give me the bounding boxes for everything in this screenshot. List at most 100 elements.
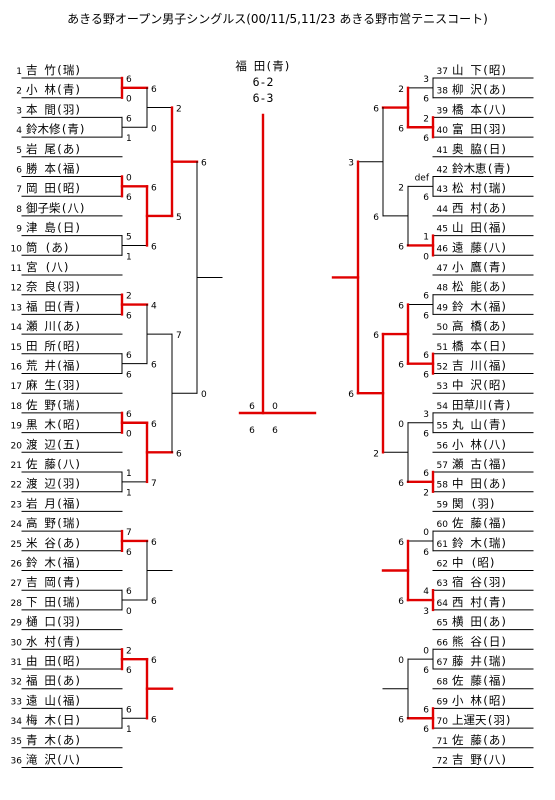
player-name: 青 木(あ)	[26, 733, 81, 747]
player-name: 小 林(八)	[452, 437, 507, 451]
player-number: 12	[11, 284, 22, 294]
player-number: 2	[16, 87, 22, 97]
set-score: 3	[423, 75, 429, 85]
set-score: 6	[398, 715, 404, 725]
set-score: 6	[151, 715, 157, 725]
player-name: 高 橋(あ)	[452, 319, 507, 333]
player-number: 61	[437, 540, 448, 550]
player-name: 渡 辺(羽)	[26, 477, 81, 491]
set-score: 3	[423, 607, 429, 617]
player-name: 小 鷹(青)	[452, 260, 507, 274]
player-number: 6	[16, 166, 22, 176]
player-name: 松 能(あ)	[452, 280, 507, 294]
player-number: 53	[437, 382, 448, 392]
player-number: 58	[437, 481, 449, 491]
player-number: 46	[437, 244, 449, 254]
player-name: 福 田(あ)	[26, 674, 81, 688]
player-name: 麻 生(羽)	[26, 378, 81, 392]
player-name: 中 沢(昭)	[452, 378, 507, 392]
player-number: 55	[437, 422, 448, 432]
set-score: 6	[398, 361, 404, 371]
player-number: 30	[11, 638, 23, 648]
player-number: 38	[437, 87, 449, 97]
set-score: 5	[176, 213, 182, 223]
player-number: 54	[437, 402, 449, 412]
set-score: 0	[126, 607, 132, 617]
player-number: 40	[437, 126, 449, 136]
player-name: 橋 本(八)	[452, 102, 507, 116]
set-score: 6	[423, 548, 429, 558]
player-number: 5	[16, 146, 22, 156]
set-score: 6	[126, 410, 132, 420]
player-number: 71	[437, 737, 448, 747]
player-name: 奈 良(羽)	[26, 280, 81, 294]
set-score: 6	[423, 351, 429, 361]
set-score: 6	[151, 420, 157, 430]
set-score: 6	[126, 311, 132, 321]
set-score: 2	[398, 85, 404, 95]
player-number: 72	[437, 757, 448, 767]
player-name: 宿 谷(羽)	[452, 575, 507, 589]
player-name: 鈴 木(瑞)	[452, 536, 507, 550]
player-number: 51	[437, 343, 448, 353]
set-score: 4	[423, 587, 429, 597]
set-score: 6	[423, 292, 429, 302]
player-name: 遠 藤(八)	[452, 240, 507, 254]
player-number: 28	[11, 599, 23, 609]
player-name: 西 村(青)	[452, 595, 507, 609]
set-score: 0	[423, 646, 429, 656]
player-name: 遠 山(福)	[26, 693, 81, 707]
set-score: 2	[398, 183, 404, 193]
set-score: 6	[398, 597, 404, 607]
set-score: 0	[423, 252, 429, 262]
player-number: 33	[11, 697, 22, 707]
player-number: 17	[11, 382, 22, 392]
player-name: 鈴 木(福)	[452, 299, 507, 313]
player-name: 水 村(青)	[26, 634, 81, 648]
set-score: 0	[398, 656, 404, 666]
player-name: 吉 岡(青)	[26, 575, 81, 589]
player-name: 樋 口(羽)	[26, 615, 81, 629]
set-score: 1	[126, 134, 132, 144]
player-name: 岩 尾(あ)	[26, 142, 81, 156]
set-score: 2	[126, 646, 132, 656]
player-number: 56	[437, 441, 449, 451]
player-number: 39	[437, 106, 449, 116]
player-number: 1	[16, 67, 22, 77]
player-name: 吉 野(八)	[452, 753, 507, 767]
player-number: 64	[437, 599, 449, 609]
player-number: 27	[11, 579, 22, 589]
player-number: 50	[437, 323, 449, 333]
set-score: 6	[423, 193, 429, 203]
player-name: 筒 (あ)	[26, 240, 70, 254]
player-number: 60	[437, 520, 449, 530]
set-score: 6	[126, 548, 132, 558]
champion-name: 福 田(青)	[235, 59, 290, 73]
player-number: 23	[11, 500, 22, 510]
set-score: 6	[423, 311, 429, 321]
set-score: 6	[423, 705, 429, 715]
player-number: 36	[11, 757, 23, 767]
player-number: 65	[437, 619, 448, 629]
player-number: 69	[437, 697, 449, 707]
set-score: 6	[423, 725, 429, 735]
set-score: 2	[423, 489, 429, 499]
player-number: 22	[11, 481, 22, 491]
set-score: 4	[151, 302, 157, 312]
set-score: 6	[272, 426, 278, 436]
set-score: 2	[423, 114, 429, 124]
player-name: 福 田(青)	[26, 299, 81, 313]
player-number: 70	[437, 717, 449, 727]
set-score: 0	[151, 124, 157, 134]
player-name: 吉 川(福)	[452, 359, 507, 373]
set-score: 0	[423, 528, 429, 538]
player-number: 68	[437, 678, 449, 688]
player-number: 26	[11, 560, 23, 570]
set-score: 6	[423, 134, 429, 144]
player-number: 7	[16, 185, 22, 195]
set-score: 1	[126, 469, 132, 479]
player-number: 34	[11, 717, 23, 727]
set-score: 7	[126, 528, 132, 538]
player-number: 4	[16, 126, 22, 136]
player-name: 下 田(瑞)	[26, 595, 81, 609]
